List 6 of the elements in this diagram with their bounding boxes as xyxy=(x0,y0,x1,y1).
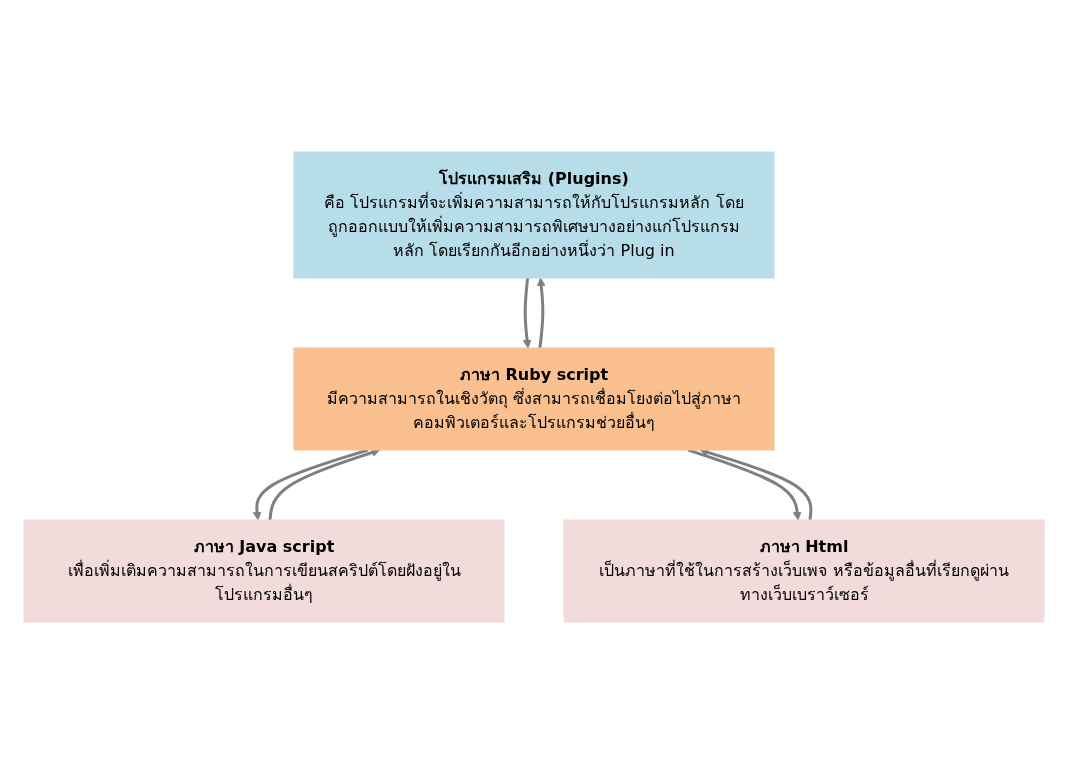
node-box: ภาษา Ruby script มีความสามารถในเชิงวัตถุ ซึ่งสามารถเชื่อมโยงต่อไปสู่ภาษาคอมพิวเตอร์และโปรแกรมช่วยอื่นๆ xyxy=(293,347,775,451)
node-box: ภาษา Java script เพื่อเพิ่มเติมความสามารถในการเขียนสคริปต์โดยฝังอยู่ในโปรแกรมอื่นๆ xyxy=(23,519,505,623)
arrow xyxy=(522,277,532,349)
node-box: ภาษา Html เป็นภาษาที่ใช้ในการสร้างเว็บเพจ หรือข้อมูลอื่นที่เรียกดูผ่านทางเว็บเบราว์เซอร์ xyxy=(563,519,1045,623)
arrow xyxy=(536,277,546,349)
node-box: โปรแกรมเสริม (Plugins) คือ โปรแกรมที่จะเพิ่มความสามารถให้กับโปรแกรมหลัก โดยถูกออกแบบให้เพิ่มความสามารถพิเศษบางอย่างแก่โปรแกรมหลัก โดยเรียกกันอีกอย่างหนึ่งว่า Plug in xyxy=(293,151,775,279)
